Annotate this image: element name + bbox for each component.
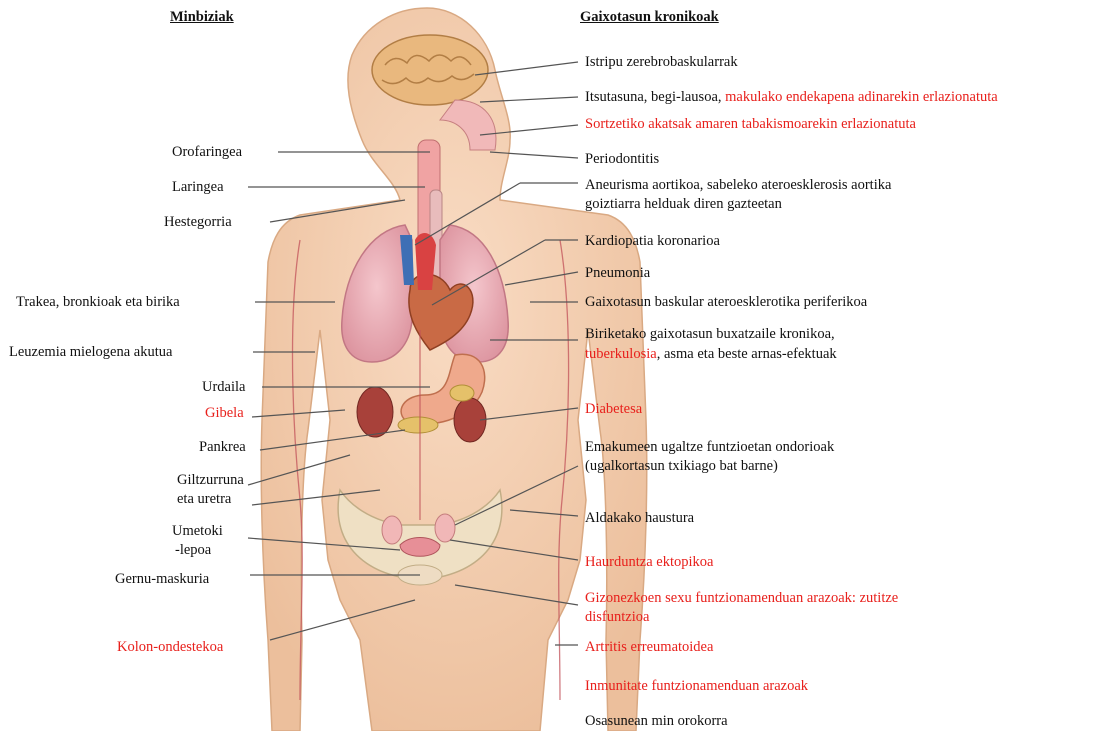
label-aneurisma-line2: goiztiarra helduak diren gazteetan xyxy=(585,195,782,214)
label-itsutasuna: Itsutasuna, begi-lausoa, makulako endeka… xyxy=(585,88,998,107)
label-biriketako-rest: , asma eta beste arnas-efektuak xyxy=(657,346,837,362)
label-artritis: Artritis erreumatoidea xyxy=(585,638,713,657)
label-biriketako-line2: tuberkulosia, asma eta beste arnas-efekt… xyxy=(585,345,837,364)
label-leuzemia: Leuzemia mielogena akutua xyxy=(9,343,172,362)
label-biriketako: Biriketako gaixotasun buxatzaile kroniko… xyxy=(585,325,835,344)
label-hestegorria: Hestegorria xyxy=(164,213,232,232)
label-baskular: Gaixotasun baskular ateroesklerotika per… xyxy=(585,293,867,312)
label-umetoki-line2: -lepoa xyxy=(175,541,211,560)
label-tuberkulosia: tuberkulosia xyxy=(585,346,657,362)
label-inmunitate: Inmunitate funtzionamenduan arazoak xyxy=(585,677,808,696)
label-urdaila: Urdaila xyxy=(202,378,245,397)
label-itsutasuna-a: Itsutasuna, begi-lausoa, xyxy=(585,89,722,105)
label-giltzurruna: Giltzurruna xyxy=(177,471,244,490)
label-laringea: Laringea xyxy=(172,178,224,197)
label-haurduntza: Haurduntza ektopikoa xyxy=(585,553,713,572)
label-gernu: Gernu-maskuria xyxy=(115,570,209,589)
label-periodontitis: Periodontitis xyxy=(585,150,659,169)
label-gizonezkoen-line2: disfuntzioa xyxy=(585,608,649,627)
label-aldakako: Aldakako haustura xyxy=(585,509,694,528)
label-pankrea: Pankrea xyxy=(199,438,246,457)
label-umetoki: Umetoki xyxy=(172,522,223,541)
label-kardiopatia: Kardiopatia koronarioa xyxy=(585,232,720,251)
header-chronic-diseases: Gaixotasun kronikoak xyxy=(580,9,719,26)
label-orofaringea: Orofaringea xyxy=(172,143,242,162)
label-trakea: Trakea, bronkioak eta birika xyxy=(16,293,180,312)
label-diabetesa: Diabetesa xyxy=(585,400,642,419)
label-itsutasuna-b: makulako endekapena adinarekin erlaziona… xyxy=(725,89,998,105)
label-gizonezkoen: Gizonezkoen sexu funtzionamenduan arazoa… xyxy=(585,589,898,608)
label-sortzetiko: Sortzetiko akatsak amaren tabakismoareki… xyxy=(585,115,916,134)
label-kolon: Kolon-ondestekoa xyxy=(117,638,223,657)
label-gibela: Gibela xyxy=(205,404,244,423)
header-cancers: Minbiziak xyxy=(170,9,234,26)
label-giltzurruna-line2: eta uretra xyxy=(177,490,231,509)
label-emakumeen: Emakumeen ugaltze funtzioetan ondorioak xyxy=(585,438,834,457)
label-emakumeen-line2: (ugalkortasun txikiago bat barne) xyxy=(585,457,778,476)
label-pneumonia: Pneumonia xyxy=(585,264,650,283)
label-osasunean: Osasunean min orokorra xyxy=(585,712,728,731)
label-istripu: Istripu zerebrobaskularrak xyxy=(585,53,738,72)
brain-icon xyxy=(372,35,488,105)
label-aneurisma: Aneurisma aortikoa, sabeleko ateroeskler… xyxy=(585,176,891,195)
